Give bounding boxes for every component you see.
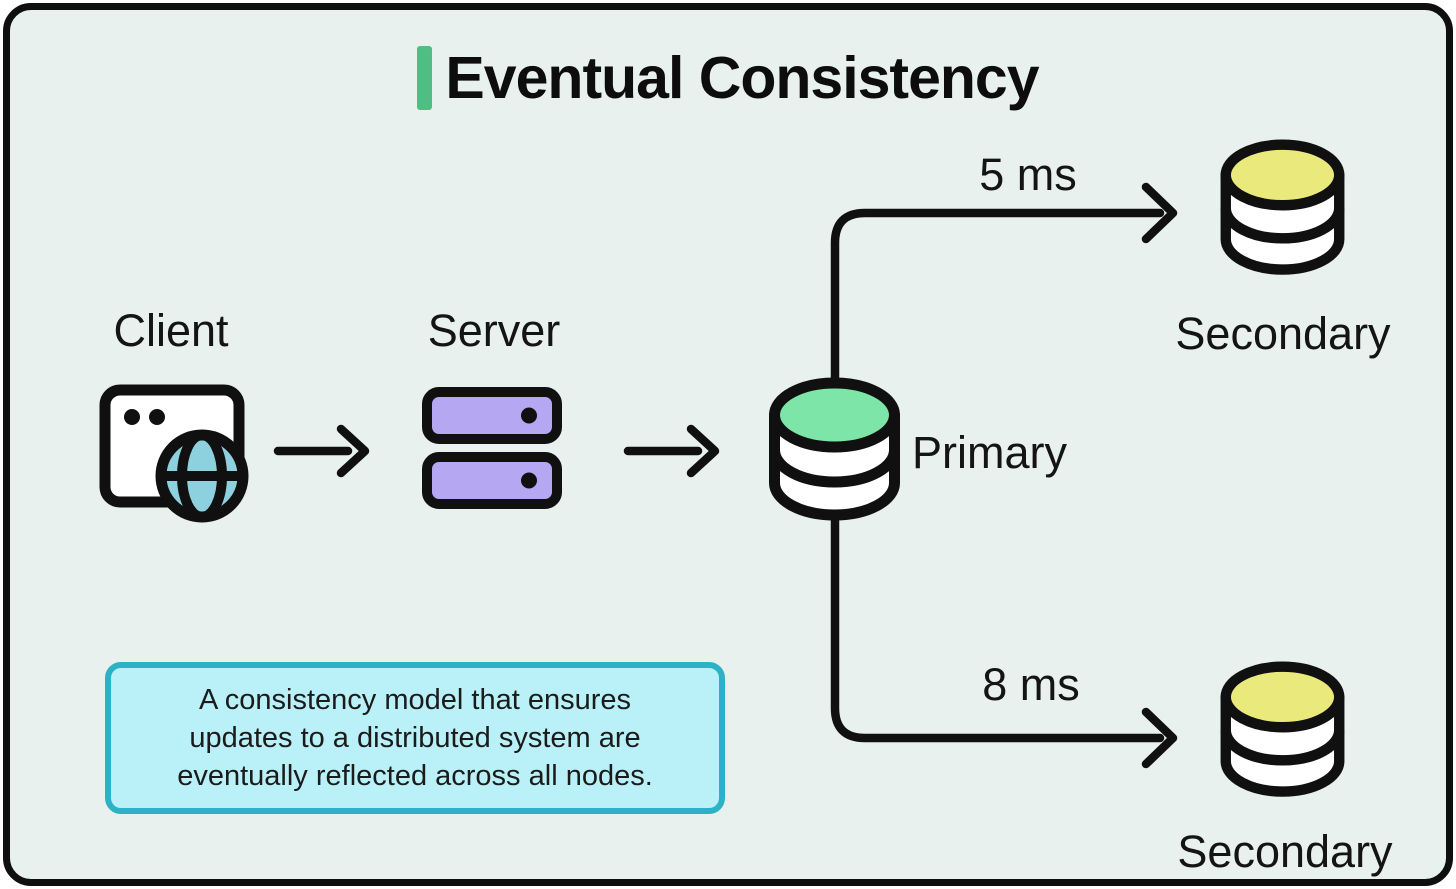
page-title: Eventual Consistency xyxy=(445,45,1039,111)
latency-label-top: 5 ms xyxy=(979,149,1077,200)
diagram-card: Eventual Consistency Client xyxy=(3,3,1453,886)
note-line-3: eventually reflected across all nodes. xyxy=(177,760,653,792)
client-label: Client xyxy=(113,305,229,356)
secondary-top-database-icon xyxy=(1220,139,1345,275)
server-rack-2 xyxy=(422,452,562,509)
arrow-primary-to-secondary-bottom-head xyxy=(1141,707,1178,769)
arrow-client-to-server-head xyxy=(336,424,370,478)
note-line-2: updates to a distributed system are xyxy=(189,722,641,754)
db-top xyxy=(1220,139,1345,211)
secondary-bottom-database-icon xyxy=(1220,661,1345,797)
server-rack-1 xyxy=(422,387,562,444)
title-accent-bar-shape xyxy=(417,46,433,110)
server-rack-1-led xyxy=(521,407,537,424)
arrow-primary-to-secondary-top-head xyxy=(1141,182,1178,244)
db-top xyxy=(769,377,900,453)
browser-dot-2 xyxy=(149,409,165,425)
definition-note: A consistency model that ensures updates… xyxy=(105,662,725,814)
server-label: Server xyxy=(427,305,561,356)
db-band xyxy=(769,449,900,488)
browser-dot-1 xyxy=(124,409,140,425)
primary-label: Primary xyxy=(912,427,1067,478)
note-line-1: A consistency model that ensures xyxy=(198,684,631,716)
title-accent-bar xyxy=(417,46,433,110)
arrow-server-to-primary-head xyxy=(686,424,720,478)
connector-arrows xyxy=(273,182,1178,769)
primary-database-icon xyxy=(769,377,900,521)
server-rack-2-led xyxy=(521,472,537,489)
secondary-bottom-label: Secondary xyxy=(1177,826,1393,877)
title-block: Eventual Consistency xyxy=(10,46,1446,110)
server-racks-icon xyxy=(422,387,562,509)
browser-globe-icon xyxy=(99,384,249,523)
db-band xyxy=(1220,207,1345,244)
arrow-primary-to-secondary-bottom-shaft xyxy=(830,465,1165,743)
arrow-primary-to-secondary-top-shaft xyxy=(830,208,1165,435)
db-top xyxy=(1220,661,1345,733)
latency-label-bottom: 8 ms xyxy=(982,659,1080,710)
db-band xyxy=(1220,729,1345,766)
secondary-top-label: Secondary xyxy=(1175,308,1391,359)
